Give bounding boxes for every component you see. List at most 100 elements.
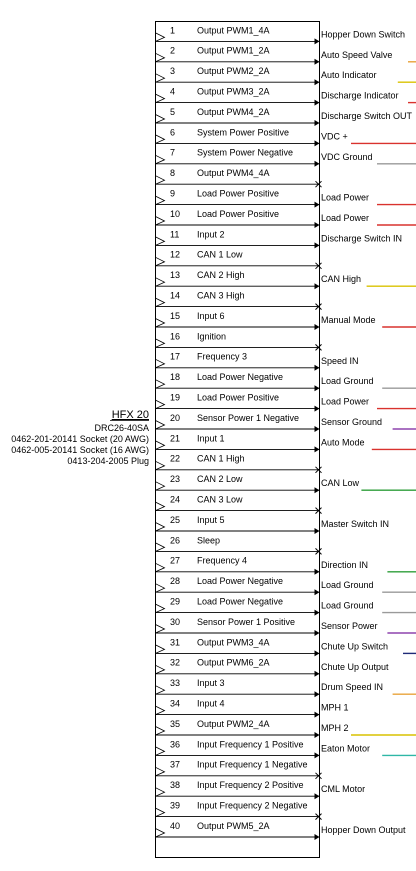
- pin-entry-mark: [155, 114, 166, 124]
- pin-function: CAN 2 High: [197, 270, 245, 280]
- wire-label: CML Motor: [321, 784, 365, 794]
- wire-label: Speed IN: [321, 356, 359, 366]
- connector-socket-16awg: 0462-005-20141 Socket (16 AWG): [11, 445, 149, 455]
- pin-entry-mark: [155, 73, 166, 83]
- wire-label: Hopper Down Switch: [321, 29, 405, 39]
- pin-exit-arrow: [314, 283, 320, 290]
- wire-label: Load Power: [321, 397, 369, 407]
- pin-entry-mark: [155, 440, 166, 450]
- wire-label: Load Ground: [321, 580, 374, 590]
- pin-exit-arrow: [314, 79, 320, 86]
- no-connect-mark: [315, 180, 322, 188]
- wire-label: Direction IN: [321, 560, 368, 570]
- connector-plug: 0413-204-2005 Plug: [67, 456, 149, 466]
- pin-exit-arrow: [314, 385, 320, 392]
- pin-number: 30: [170, 617, 180, 627]
- wire-label: Discharge Switch IN: [321, 233, 402, 243]
- wire-label: Hopper Down Output: [321, 825, 406, 835]
- wire-label: Sensor Power: [321, 621, 378, 631]
- pin-function: Frequency 4: [197, 556, 247, 566]
- pin-function: CAN 3 Low: [197, 495, 243, 505]
- wire-label: Auto Speed Valve: [321, 50, 392, 60]
- pin-number: 12: [170, 250, 180, 260]
- pin-function: Input Frequency 2 Positive: [197, 780, 304, 790]
- pin-function: Output PWM2_4A: [197, 719, 270, 729]
- pin-function: Sensor Power 1 Positive: [197, 617, 295, 627]
- pin-exit-arrow: [314, 793, 320, 800]
- pin-entry-mark: [155, 338, 166, 348]
- pin-entry-mark: [155, 399, 166, 409]
- pin-function: Input 4: [197, 699, 225, 709]
- pin-function: CAN 2 Low: [197, 474, 243, 484]
- pin-entry-mark: [155, 297, 166, 307]
- pin-entry-mark: [155, 236, 166, 246]
- no-connect-mark: [315, 303, 322, 310]
- pin-exit-arrow: [314, 589, 320, 596]
- pin-entry-mark: [155, 746, 166, 756]
- pin-exit-arrow: [314, 201, 320, 208]
- pin-exit-arrow: [314, 140, 320, 147]
- pin-function: Output PWM4_4A: [197, 168, 270, 178]
- pin-number: 2: [170, 46, 175, 56]
- pin-entry-mark: [155, 603, 166, 613]
- pin-function: Ignition: [197, 331, 226, 341]
- pin-exit-arrow: [314, 650, 320, 657]
- pin-number: 4: [170, 87, 175, 97]
- pin-number: 37: [170, 760, 180, 770]
- pin-function: Input 6: [197, 311, 225, 321]
- pin-exit-arrow: [314, 711, 320, 718]
- pin-function: Load Power Negative: [197, 597, 283, 607]
- pin-number: 34: [170, 699, 180, 709]
- pin-function: Load Power Positive: [197, 189, 279, 199]
- pin-number: 14: [170, 291, 180, 301]
- pin-entry-mark: [155, 379, 166, 389]
- pin-number: 24: [170, 495, 180, 505]
- pin-exit-arrow: [314, 609, 320, 616]
- pin-exit-arrow: [314, 568, 320, 575]
- pin-function: Load Power Positive: [197, 393, 279, 403]
- wire-label: Chute Up Switch: [321, 641, 388, 651]
- pin-function: CAN 1 High: [197, 454, 245, 464]
- no-connect-mark: [315, 466, 322, 474]
- pin-exit-arrow: [314, 405, 320, 412]
- pin-entry-mark: [155, 216, 166, 226]
- wire-label: Manual Mode: [321, 315, 376, 325]
- pin-function: Sensor Power 1 Negative: [197, 413, 299, 423]
- wire-label: Discharge Indicator: [321, 91, 399, 101]
- pin-entry-mark: [155, 277, 166, 287]
- wire-label: VDC Ground: [321, 152, 373, 162]
- pin-number: 1: [170, 25, 175, 35]
- pin-number: 31: [170, 637, 180, 647]
- no-connect-mark: [315, 813, 322, 820]
- pin-entry-mark: [155, 787, 166, 797]
- pin-exit-arrow: [314, 426, 320, 432]
- wire-label: Auto Indicator: [321, 70, 377, 80]
- wire-label: Load Ground: [321, 376, 374, 386]
- pin-function: Input Frequency 1 Positive: [197, 739, 304, 749]
- pin-number: 19: [170, 393, 180, 403]
- pin-number: 17: [170, 352, 180, 362]
- pin-entry-mark: [155, 583, 166, 593]
- pin-function: Output PWM1_2A: [197, 46, 270, 56]
- pin-number: 7: [170, 148, 175, 158]
- pin-number: 10: [170, 209, 180, 219]
- pin-function: Load Power Negative: [197, 576, 283, 586]
- connector-body: [155, 21, 320, 858]
- pin-number: 6: [170, 127, 175, 137]
- wire-label: Master Switch IN: [321, 519, 389, 529]
- pin-number: 35: [170, 719, 180, 729]
- pin-entry-mark: [155, 134, 166, 144]
- pin-function: Output PWM3_4A: [197, 637, 270, 647]
- wire-label: CAN High: [321, 274, 361, 284]
- connector-name: HFX 20: [112, 409, 149, 421]
- pin-number: 33: [170, 678, 180, 688]
- pin-number: 23: [170, 474, 180, 484]
- pin-number: 40: [170, 821, 180, 831]
- pin-entry-mark: [155, 726, 166, 736]
- pin-number: 28: [170, 576, 180, 586]
- pin-exit-arrow: [314, 446, 320, 453]
- pin-entry-mark: [155, 175, 166, 185]
- wire-label: Eaton Motor: [321, 743, 370, 753]
- wire-label: Sensor Ground: [321, 417, 382, 427]
- pin-function: Input Frequency 2 Negative: [197, 801, 308, 811]
